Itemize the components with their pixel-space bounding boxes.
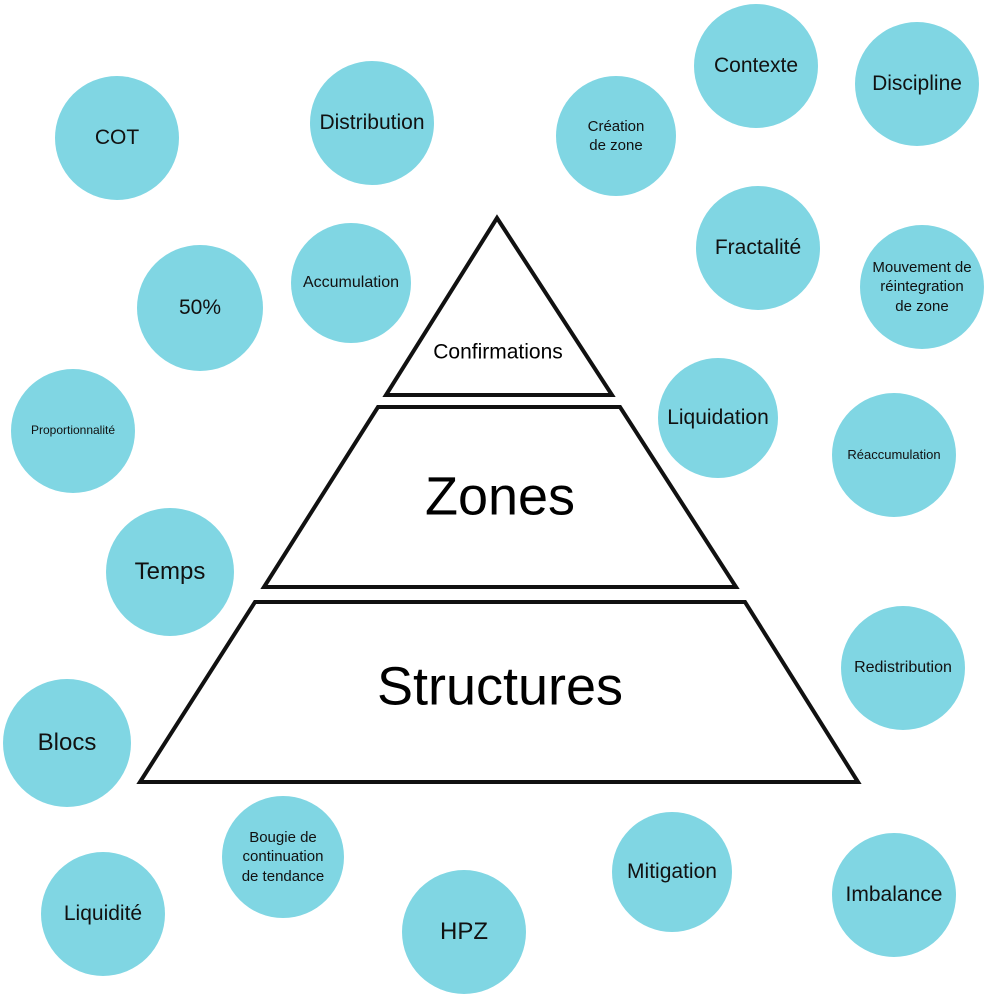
concept-bubble-label: Temps	[134, 558, 206, 586]
tier-structures-shape	[136, 600, 862, 784]
concept-bubble: Proportionnalité	[11, 369, 135, 493]
concept-bubble: Fractalité	[696, 186, 820, 310]
concept-bubble-label: Liquidation	[667, 406, 769, 430]
concept-bubble: COT	[55, 76, 179, 200]
concept-bubble-label: Redistribution	[854, 658, 952, 676]
concept-bubble: Liquidité	[41, 852, 165, 976]
concept-bubble-label: HPZ	[440, 918, 488, 946]
concept-bubble-label: Contexte	[713, 54, 799, 78]
tier-confirmations: Confirmations	[382, 214, 616, 397]
concept-bubble: 50%	[137, 245, 263, 371]
concept-bubble: Réaccumulation	[832, 393, 956, 517]
concept-bubble: Temps	[106, 508, 234, 636]
tier-structures: Structures	[136, 600, 862, 784]
concept-bubble-label: Réaccumulation	[847, 446, 941, 462]
concept-bubble: HPZ	[402, 870, 526, 994]
concept-bubble: Contexte	[694, 4, 818, 128]
concept-bubble-label: Distribution	[319, 111, 425, 135]
concept-bubble: Liquidation	[658, 358, 778, 478]
concept-bubble: Imbalance	[832, 833, 956, 957]
tier-confirmations-label: Confirmations	[433, 341, 563, 364]
tier-zones-label: Zones	[425, 466, 575, 526]
concept-bubble-label: Mitigation	[627, 860, 717, 884]
concept-bubble-label: Liquidité	[63, 902, 143, 926]
concept-bubble: Accumulation	[291, 223, 411, 343]
concept-bubble-label: Imbalance	[845, 883, 943, 907]
concept-bubble: Redistribution	[841, 606, 965, 730]
concept-bubble-label: Accumulation	[302, 273, 400, 291]
concept-bubble: Blocs	[3, 679, 131, 807]
concept-bubble: Distribution	[310, 61, 434, 185]
concept-bubble-label: Blocs	[37, 729, 97, 757]
tier-zones-shape	[260, 405, 740, 589]
tier-structures-label: Structures	[377, 656, 623, 716]
concept-bubble-label: Proportionnalité	[30, 423, 116, 438]
concept-bubble-label: 50%	[178, 296, 222, 320]
concept-bubble: Discipline	[855, 22, 979, 146]
concept-bubble-label: COT	[94, 126, 140, 150]
tier-confirmations-shape	[382, 214, 616, 397]
tier-zones: Zones	[260, 405, 740, 589]
concept-bubble-label: Discipline	[872, 72, 962, 96]
concept-bubble: Mitigation	[612, 812, 732, 932]
concept-bubble-label: Fractalité	[714, 236, 802, 260]
